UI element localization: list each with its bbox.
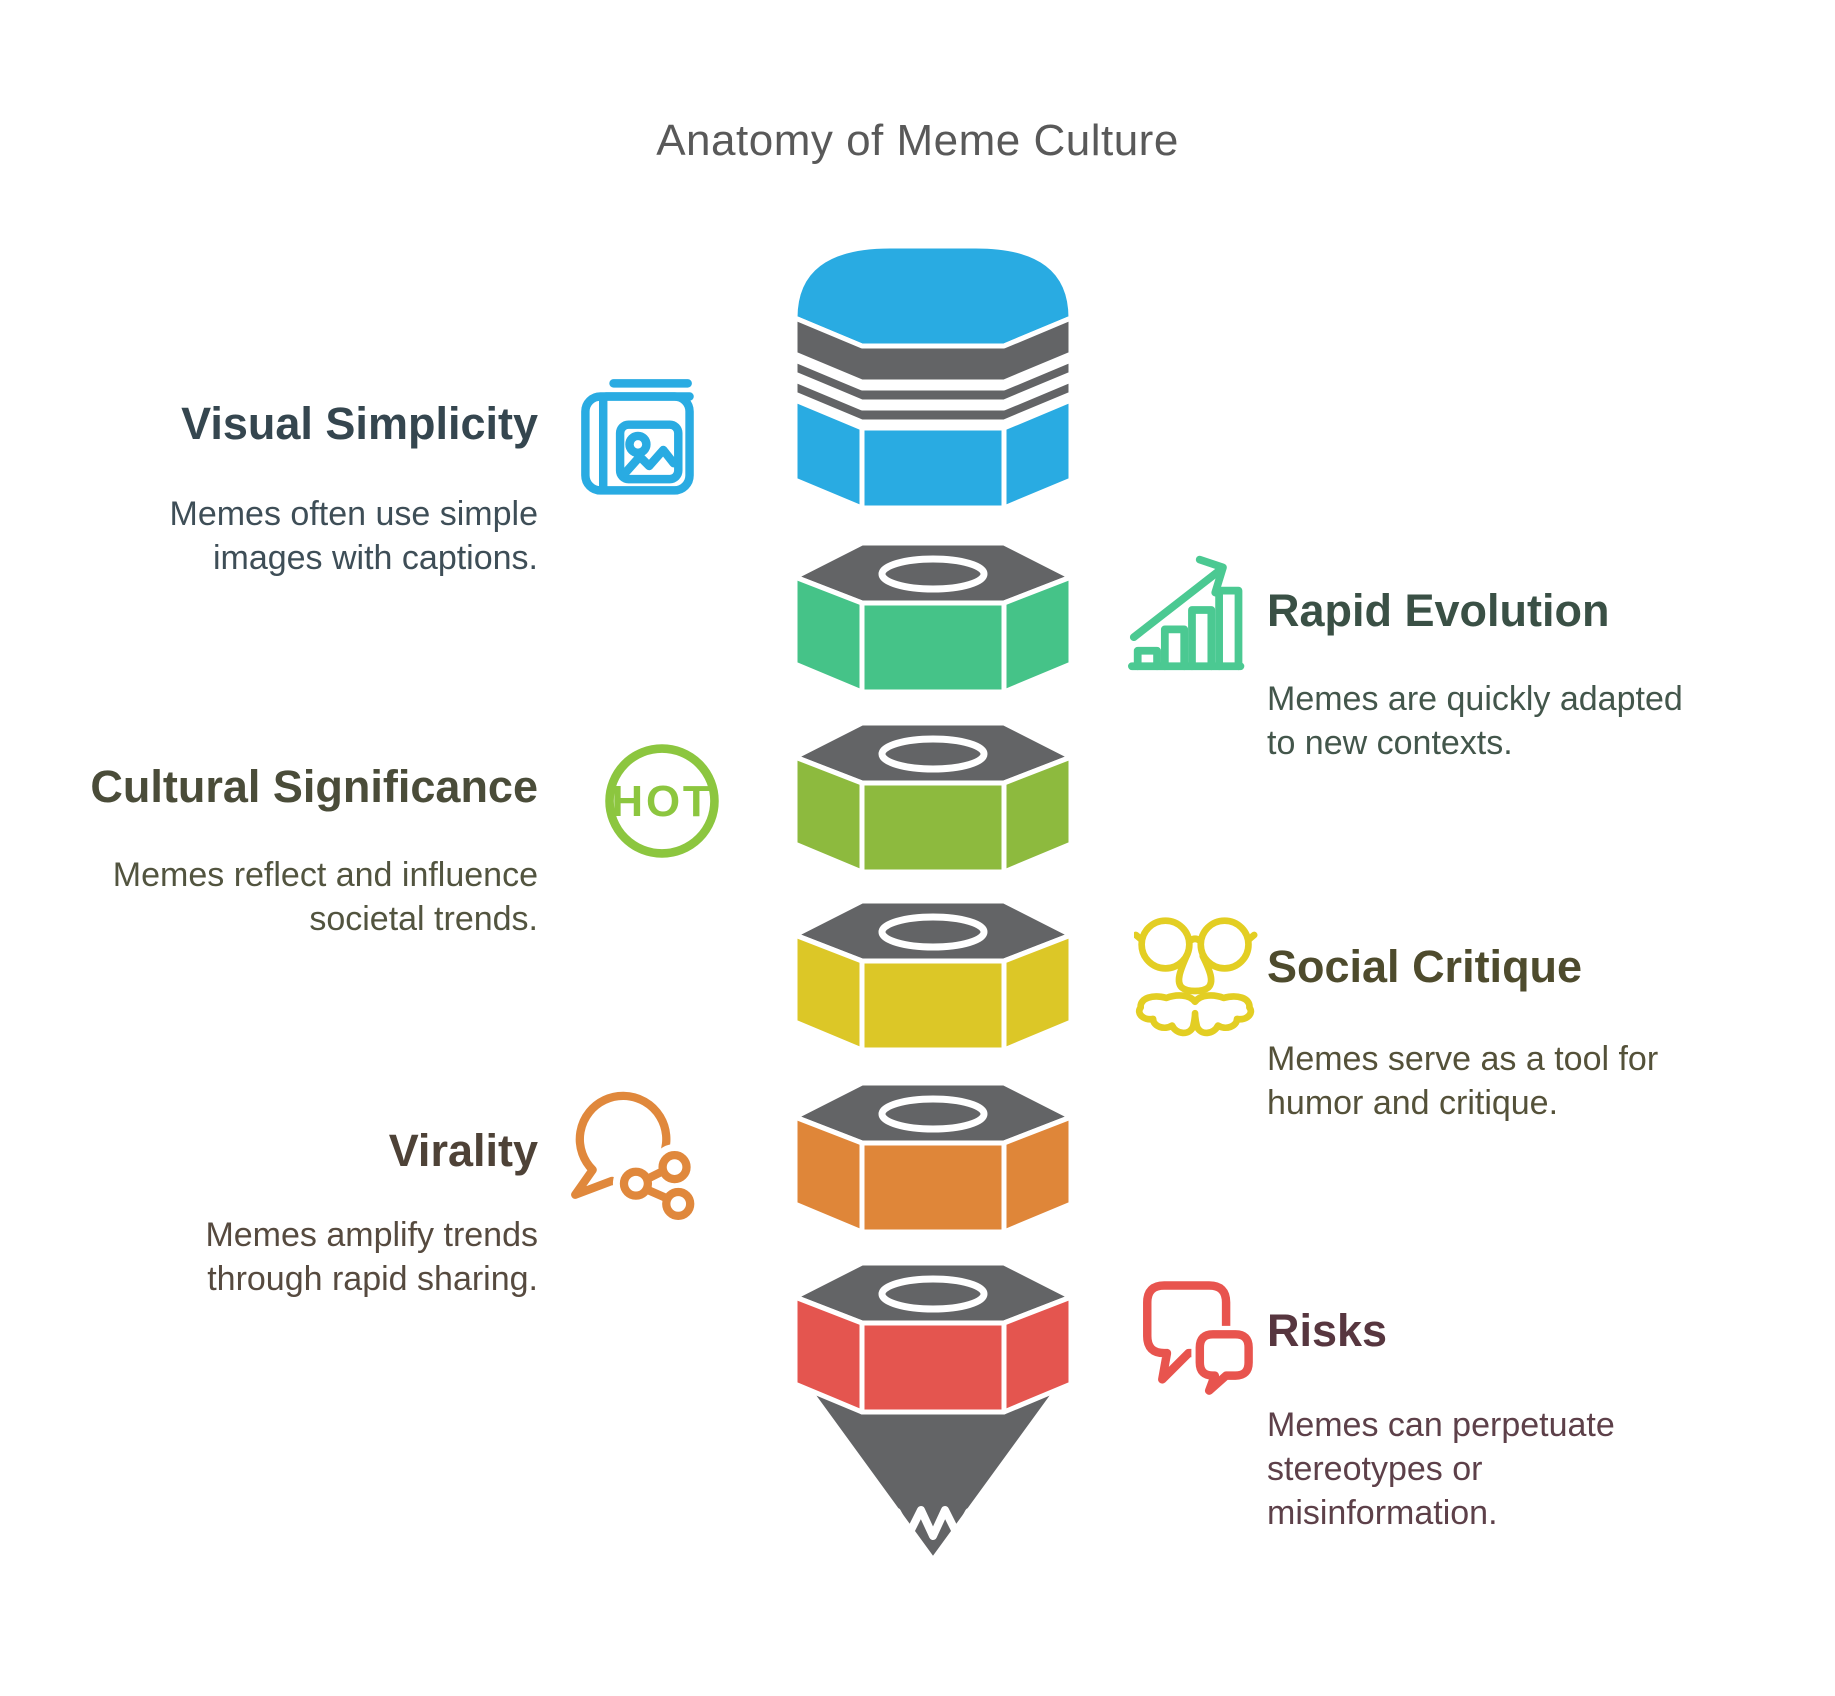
ferrule-band: [792, 357, 1074, 405]
section-heading: Risks: [1267, 1305, 1388, 1356]
section-rapid-evolution: Rapid Evolution: [1267, 585, 1610, 637]
pencil-segment-rapid-evolution: [792, 540, 1074, 695]
section-heading: Cultural Significance: [90, 761, 538, 812]
section-social-critique-desc: Memes serve as a tool for humor and crit…: [1267, 1037, 1707, 1125]
groucho-glasses-icon: [1134, 914, 1258, 1038]
page-title: Anatomy of Meme Culture: [656, 116, 1179, 165]
pencil-segment-virality: [792, 1080, 1074, 1235]
section-description: Memes often use simple images with capti…: [169, 495, 539, 577]
pencil-segment-social-critique: [792, 898, 1074, 1053]
section-social-critique: Social Critique: [1267, 941, 1582, 993]
section-risks: Risks: [1267, 1305, 1387, 1357]
section-rapid-evolution-desc: Memes are quickly adapted to new context…: [1267, 677, 1712, 765]
eraser-dome: [792, 243, 1074, 349]
section-description: Memes reflect and influence societal tre…: [112, 856, 538, 938]
section-risks-desc: Memes can perpetuate stereotypes or misi…: [1267, 1403, 1632, 1535]
section-virality: Virality: [389, 1125, 538, 1177]
section-heading: Social Critique: [1267, 941, 1583, 992]
hot-badge-icon: HOT: [600, 739, 724, 863]
nut-hole: [878, 735, 988, 773]
section-description: Memes amplify trends through rapid shari…: [205, 1216, 538, 1298]
chat-bubbles-icon: [1136, 1276, 1258, 1402]
eraser-shape: [792, 243, 1074, 349]
section-visual-simplicity-desc: Memes often use simple images with capti…: [138, 492, 539, 580]
nut-hole: [878, 555, 988, 593]
svg-text:HOT: HOT: [611, 777, 712, 826]
section-heading: Virality: [388, 1125, 538, 1176]
section-description: Memes serve as a tool for humor and crit…: [1267, 1040, 1659, 1122]
tip-zigzag: [881, 1506, 985, 1540]
section-description: Memes are quickly adapted to new context…: [1267, 680, 1683, 762]
nut-hole: [878, 913, 988, 951]
section-cultural-significance-desc: Memes reflect and influence societal tre…: [68, 853, 538, 941]
picture-book-icon: [576, 374, 698, 496]
pencil-segment-risks: [792, 1260, 1074, 1415]
section-cultural-significance: Cultural Significance: [90, 761, 538, 813]
section-visual-simplicity: Visual Simplicity: [181, 398, 538, 450]
eraser-body-sides: [792, 397, 1074, 511]
pencil-segment-visual-simplicity: [792, 243, 1074, 511]
pencil-segment-cultural-significance: [792, 720, 1074, 875]
ferrule-band: [792, 377, 1074, 425]
section-description: Memes can perpetuate stereotypes or misi…: [1267, 1406, 1615, 1532]
growth-chart-icon: [1128, 548, 1254, 674]
nut-hole: [878, 1275, 988, 1313]
section-heading: Rapid Evolution: [1267, 585, 1610, 636]
ferrule-band: [792, 315, 1074, 385]
chat-share-icon: [566, 1088, 704, 1226]
section-heading: Visual Simplicity: [181, 398, 538, 449]
section-virality-desc: Memes amplify trends through rapid shari…: [163, 1213, 538, 1301]
nut-hole: [878, 1095, 988, 1133]
